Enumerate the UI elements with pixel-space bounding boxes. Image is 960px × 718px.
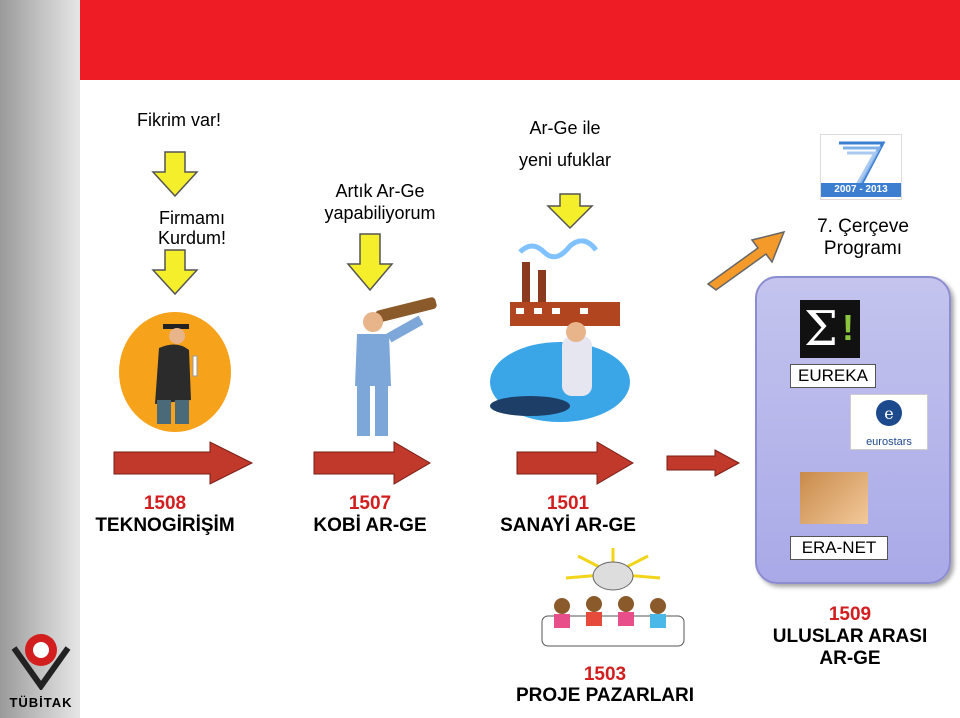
eurostars-emblem-icon: e <box>876 400 902 426</box>
program-code: 1503 <box>583 664 627 685</box>
fp7-logo: 2007 - 2013 <box>820 134 902 200</box>
eurostars-logo: e eurostars <box>850 394 928 450</box>
yellow-down-arrow-icon <box>546 193 594 230</box>
svg-text:e: e <box>884 404 893 423</box>
program-1503: 1503 PROJE PAZARLARI <box>505 664 705 706</box>
yellow-down-arrow-icon <box>151 249 199 296</box>
label-arge-ile: Ar-Ge ile <box>529 118 601 138</box>
eurostars-text: eurostars <box>866 436 912 448</box>
label-7-cerceve: 7. Çerçeve Programı <box>817 216 909 259</box>
tubitak-logo: TÜBİTAK <box>6 628 76 710</box>
label-fikrim: Fikrim var! <box>137 110 221 130</box>
header-bar <box>80 0 960 80</box>
eureka-logo: Σ ! <box>800 300 860 358</box>
program-code: 1508 <box>143 493 187 514</box>
program-1509: 1509 ULUSLAR ARASI AR-GE <box>755 604 945 670</box>
red-right-arrow-icon <box>666 449 741 477</box>
program-name: PROJE PAZARLARI <box>515 685 695 706</box>
graduate-illustration <box>119 312 231 432</box>
program-code: 1509 <box>828 604 872 625</box>
exclamation-icon: ! <box>842 307 854 348</box>
label-firmami: Firmamı Kurdum! <box>157 208 227 248</box>
era-net-tag: ERA-NET <box>790 536 888 560</box>
tubitak-emblem-icon <box>11 634 71 692</box>
telescope-man-illustration <box>355 297 437 436</box>
red-right-arrow-icon <box>113 441 254 485</box>
program-code: 1507 <box>348 493 392 514</box>
program-1507: 1507 KOBİ AR-GE <box>295 493 445 537</box>
label-yeni-ufuklar: yeni ufuklar <box>518 150 612 170</box>
sigma-icon: Σ <box>804 301 838 357</box>
orange-up-arrow-icon <box>706 230 786 291</box>
program-name: ULUSLAR ARASI AR-GE <box>772 626 928 669</box>
program-1508: 1508 TEKNOGİRİŞİM <box>85 493 245 537</box>
program-name: SANAYİ AR-GE <box>500 515 636 536</box>
program-1501: 1501 SANAYİ AR-GE <box>488 493 648 537</box>
yellow-down-arrow-icon <box>346 233 394 292</box>
red-right-arrow-icon <box>313 441 431 485</box>
fp7-seven-icon <box>839 141 886 186</box>
label-artik: Artık Ar-Ge yapabiliyorum <box>324 181 436 223</box>
program-name: KOBİ AR-GE <box>313 515 427 536</box>
left-sidebar <box>0 0 80 718</box>
brainstorm-meeting-illustration <box>541 548 685 647</box>
program-code: 1501 <box>546 493 590 514</box>
program-name: TEKNOGİRİŞİM <box>95 515 235 536</box>
yellow-down-arrow-icon <box>151 151 199 198</box>
eureka-tag: EUREKA <box>790 364 876 388</box>
factory-executive-illustration <box>490 238 630 422</box>
red-right-arrow-icon <box>516 441 634 485</box>
fp7-years: 2007 - 2013 <box>821 183 901 197</box>
tubitak-text: TÜBİTAK <box>9 695 73 710</box>
handshake-image <box>800 472 868 524</box>
